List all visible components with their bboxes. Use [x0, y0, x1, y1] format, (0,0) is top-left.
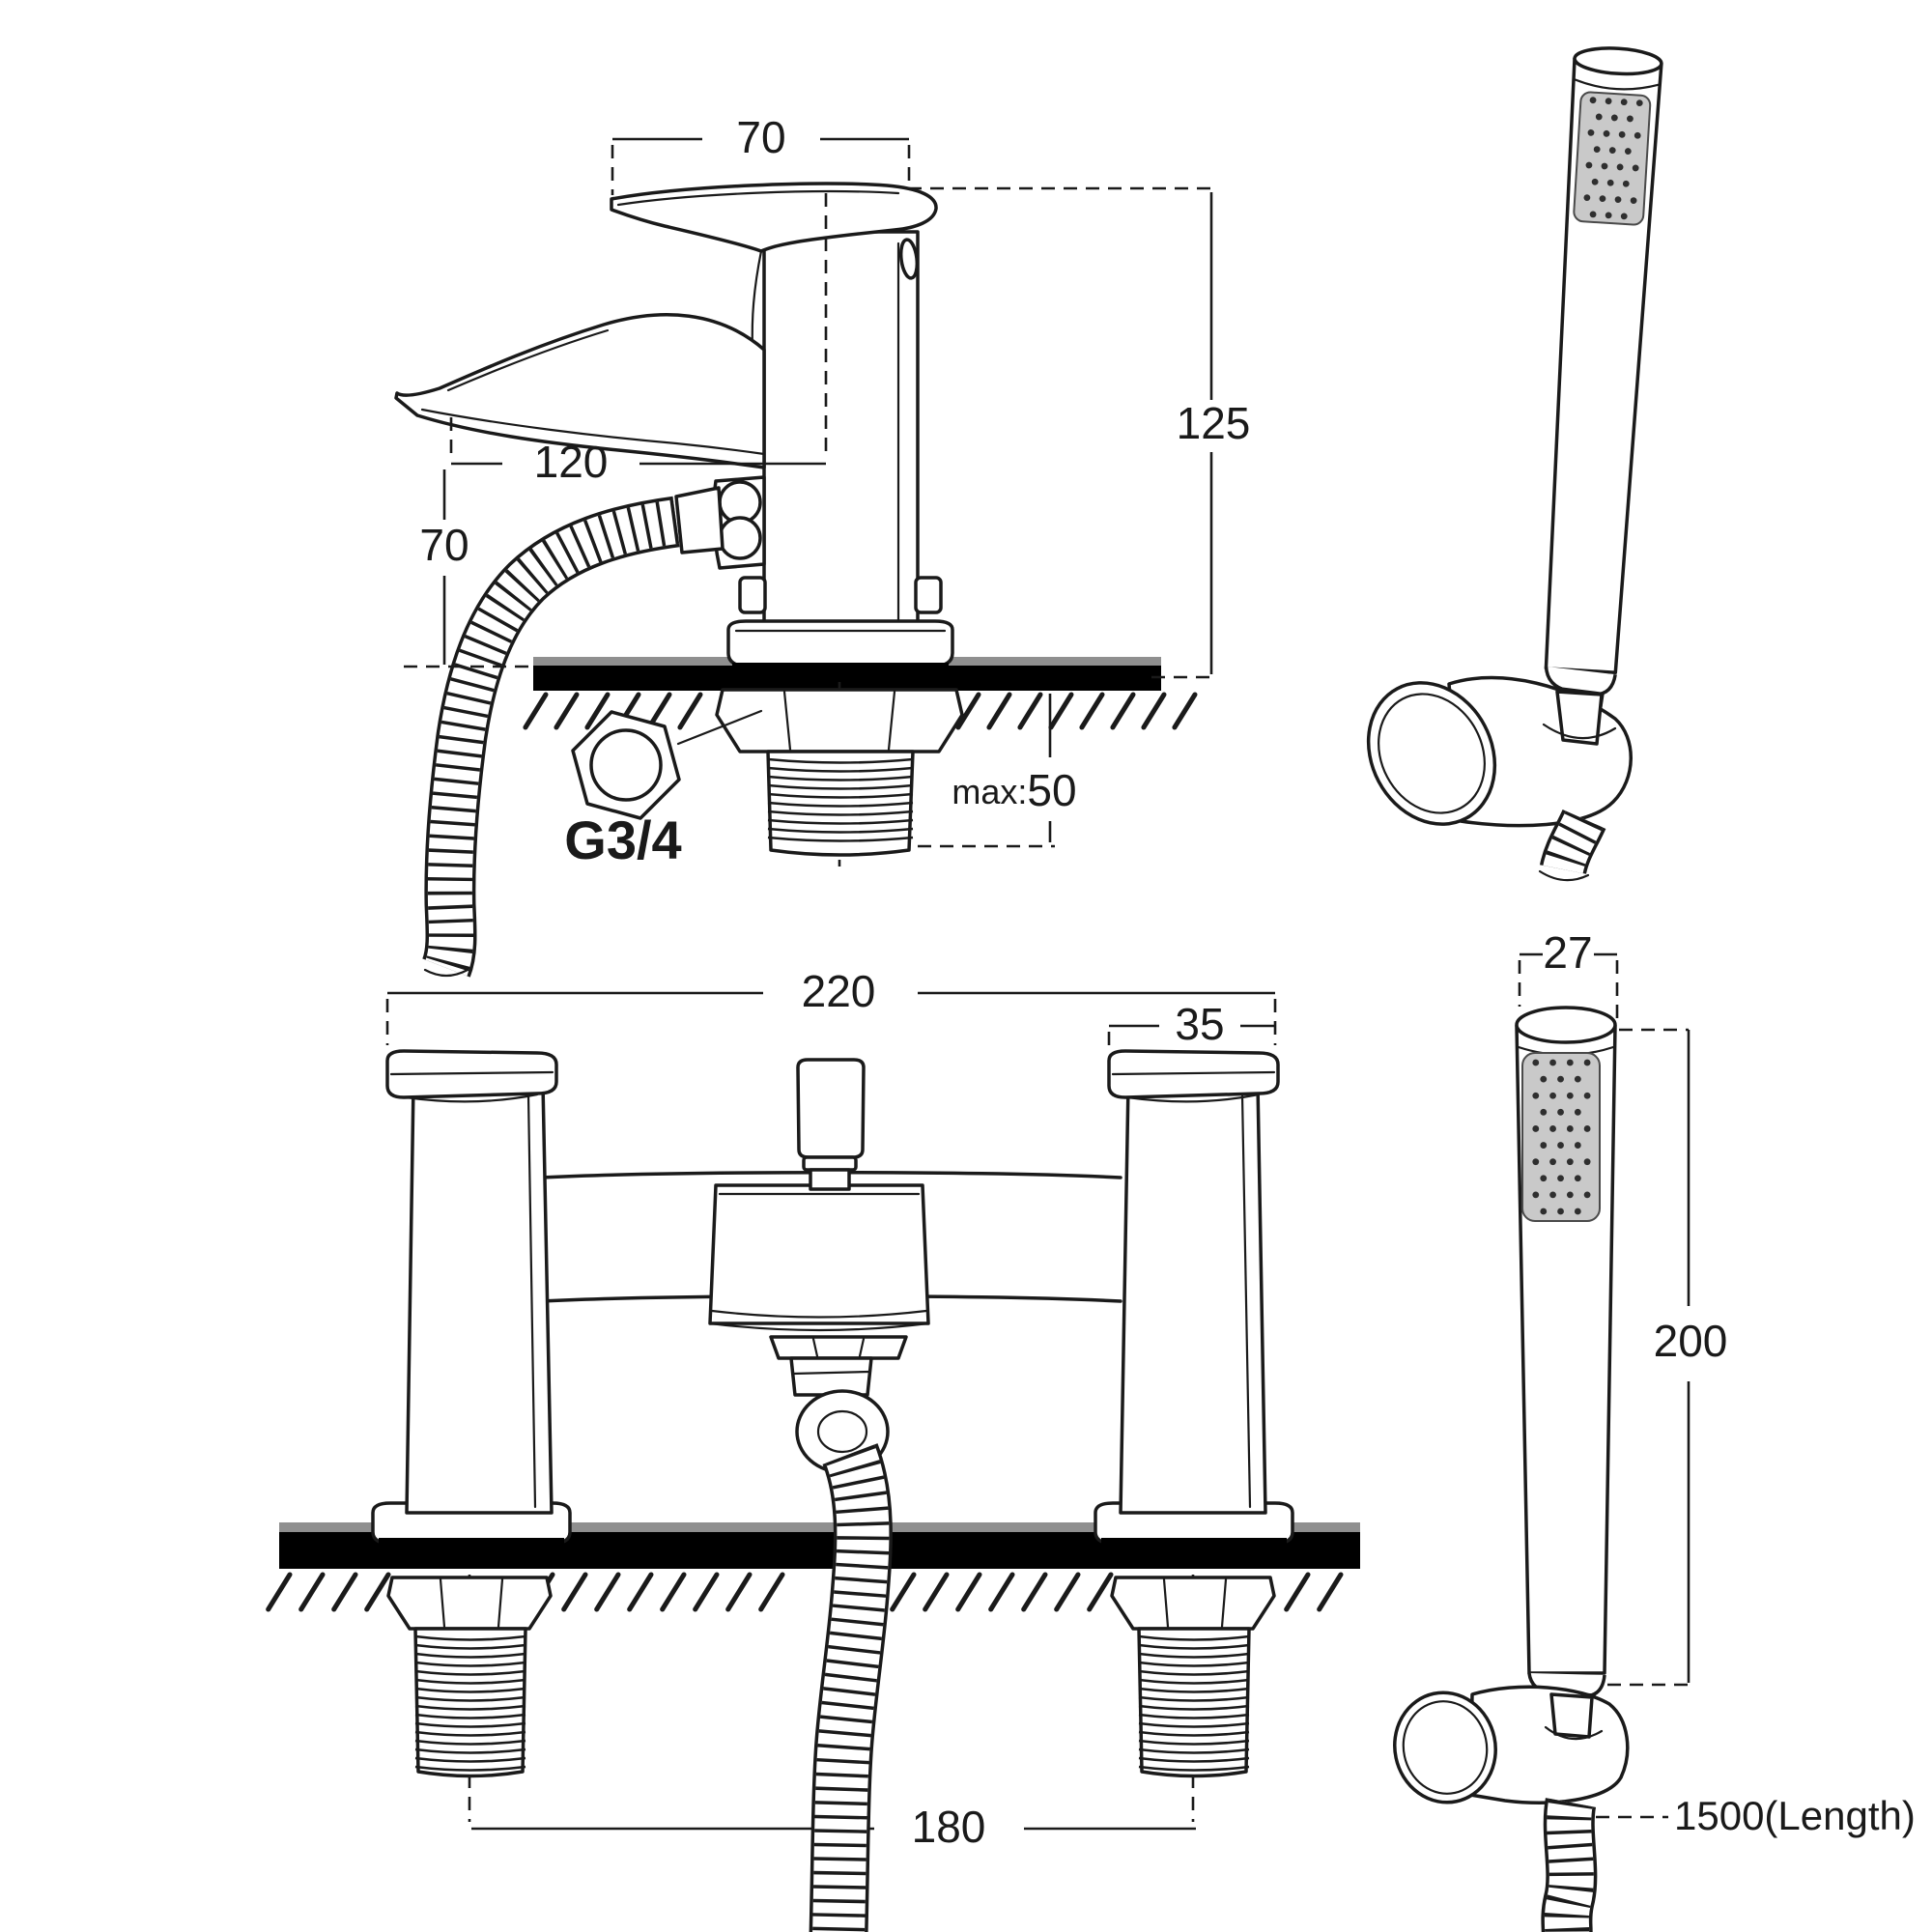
left-tail: [386, 1575, 553, 1822]
thread-symbol: [571, 709, 763, 820]
center-block: [708, 1183, 930, 1325]
outlet-connector: [789, 1356, 873, 1397]
threaded-tail: [766, 750, 915, 857]
dim-top-width-label: 70: [736, 112, 785, 162]
right-handle: [1107, 1049, 1280, 1103]
thread-leader-line: [676, 709, 763, 746]
dim-handle-width-label: 35: [1175, 999, 1224, 1049]
dim-head-diameter: 27: [1518, 927, 1619, 1022]
shower-hose-front: [812, 1444, 890, 1932]
spout: [394, 313, 766, 469]
right-tail: [1110, 1575, 1276, 1822]
dim-tail-centres: 180: [471, 1802, 1196, 1852]
perspective-handset-drawing: [1366, 46, 1663, 882]
thread-size-label: G3/4: [564, 810, 681, 870]
nozzle-in-clamp: [1555, 690, 1604, 746]
lever-handle: [610, 182, 938, 253]
dim-max-deck: max:50: [918, 694, 1077, 848]
faucet-body: [762, 230, 920, 632]
handset-top-cap-elev: [1515, 1006, 1617, 1044]
dim-max-value: 50: [1027, 765, 1076, 815]
dim-overall-height: 125: [908, 186, 1251, 679]
dim-max-prefix: max:: [952, 772, 1027, 811]
body-side-tab-left: [738, 576, 767, 614]
dim-handle-width: 35: [1107, 999, 1275, 1049]
block-lip-upper: [710, 1309, 928, 1319]
deck-hatching-front: [266, 1572, 1344, 1612]
block-lip-lower: [708, 1321, 930, 1332]
handset-elevation-drawing: 27 200 1500(Length): [1393, 927, 1916, 1932]
dim-handset-length: 200: [1607, 1028, 1728, 1687]
dim-spout-reach-label: 120: [534, 437, 609, 487]
front-view-drawing: 220 35 180: [266, 966, 1360, 1932]
handset-perspective: [1544, 46, 1663, 749]
clamp-saddle: [1542, 723, 1617, 740]
neck-contour: [751, 249, 763, 350]
diverter-knob: [796, 1058, 866, 1191]
locknut: [715, 688, 964, 753]
bracket-face-outer-elev: [1393, 1690, 1497, 1804]
dim-overall-width-label: 220: [802, 966, 876, 1016]
dim-hose-length-label: 1500(Length): [1674, 1793, 1916, 1838]
left-handle: [385, 1049, 558, 1103]
dim-head-diameter-label: 27: [1543, 927, 1592, 978]
dim-spout-height-label: 70: [419, 520, 469, 570]
dim-overall-height-label: 125: [1177, 398, 1251, 448]
hose-open-end: [1538, 869, 1590, 882]
clamp-saddle-elev: [1544, 1725, 1604, 1741]
deck-shadow-front: [279, 1522, 1360, 1532]
dim-hose-length: 1500(Length): [1596, 1793, 1916, 1838]
hose-elbow-ring-inner: [816, 1409, 868, 1454]
dim-top-width: 70: [611, 112, 911, 195]
dim-overall-width: 220: [385, 966, 1277, 1045]
dim-handset-length-label: 200: [1654, 1316, 1728, 1366]
spray-face-elev: [1521, 1052, 1601, 1222]
hose-nipple: [674, 486, 724, 554]
bracket-face-outer: [1366, 681, 1497, 826]
spout-top-inner-line: [446, 328, 610, 392]
flange-gasket: [732, 663, 949, 674]
handset-top-cap: [1573, 46, 1663, 76]
dim-tail-centres-label: 180: [912, 1802, 986, 1852]
deck-hatching: [523, 692, 1198, 730]
connector-circle-bottom: [718, 516, 762, 560]
dim-spout-reach: 120: [449, 193, 828, 487]
hose-end: [423, 968, 469, 978]
body-side-tab-right: [914, 576, 943, 614]
nozzle-in-clamp-elev: [1549, 1692, 1594, 1739]
base-flange: [726, 619, 954, 668]
spray-face: [1573, 91, 1652, 226]
dim-max-deck-label: max:50: [952, 765, 1076, 815]
bracket-face-inner-elev: [1402, 1700, 1489, 1795]
bracket-face-inner: [1378, 693, 1486, 814]
outlet-nut: [769, 1335, 908, 1360]
spout-bottom-inner-line: [420, 408, 766, 456]
handle-button: [898, 238, 920, 280]
side-view-drawing: G3/4 70 120 70: [394, 112, 1251, 978]
dim-spout-height: 70: [404, 469, 537, 668]
shower-hose-elev: [1544, 1798, 1594, 1932]
shower-hose-side: [425, 499, 680, 977]
shower-hose-perspective: [1543, 810, 1604, 874]
